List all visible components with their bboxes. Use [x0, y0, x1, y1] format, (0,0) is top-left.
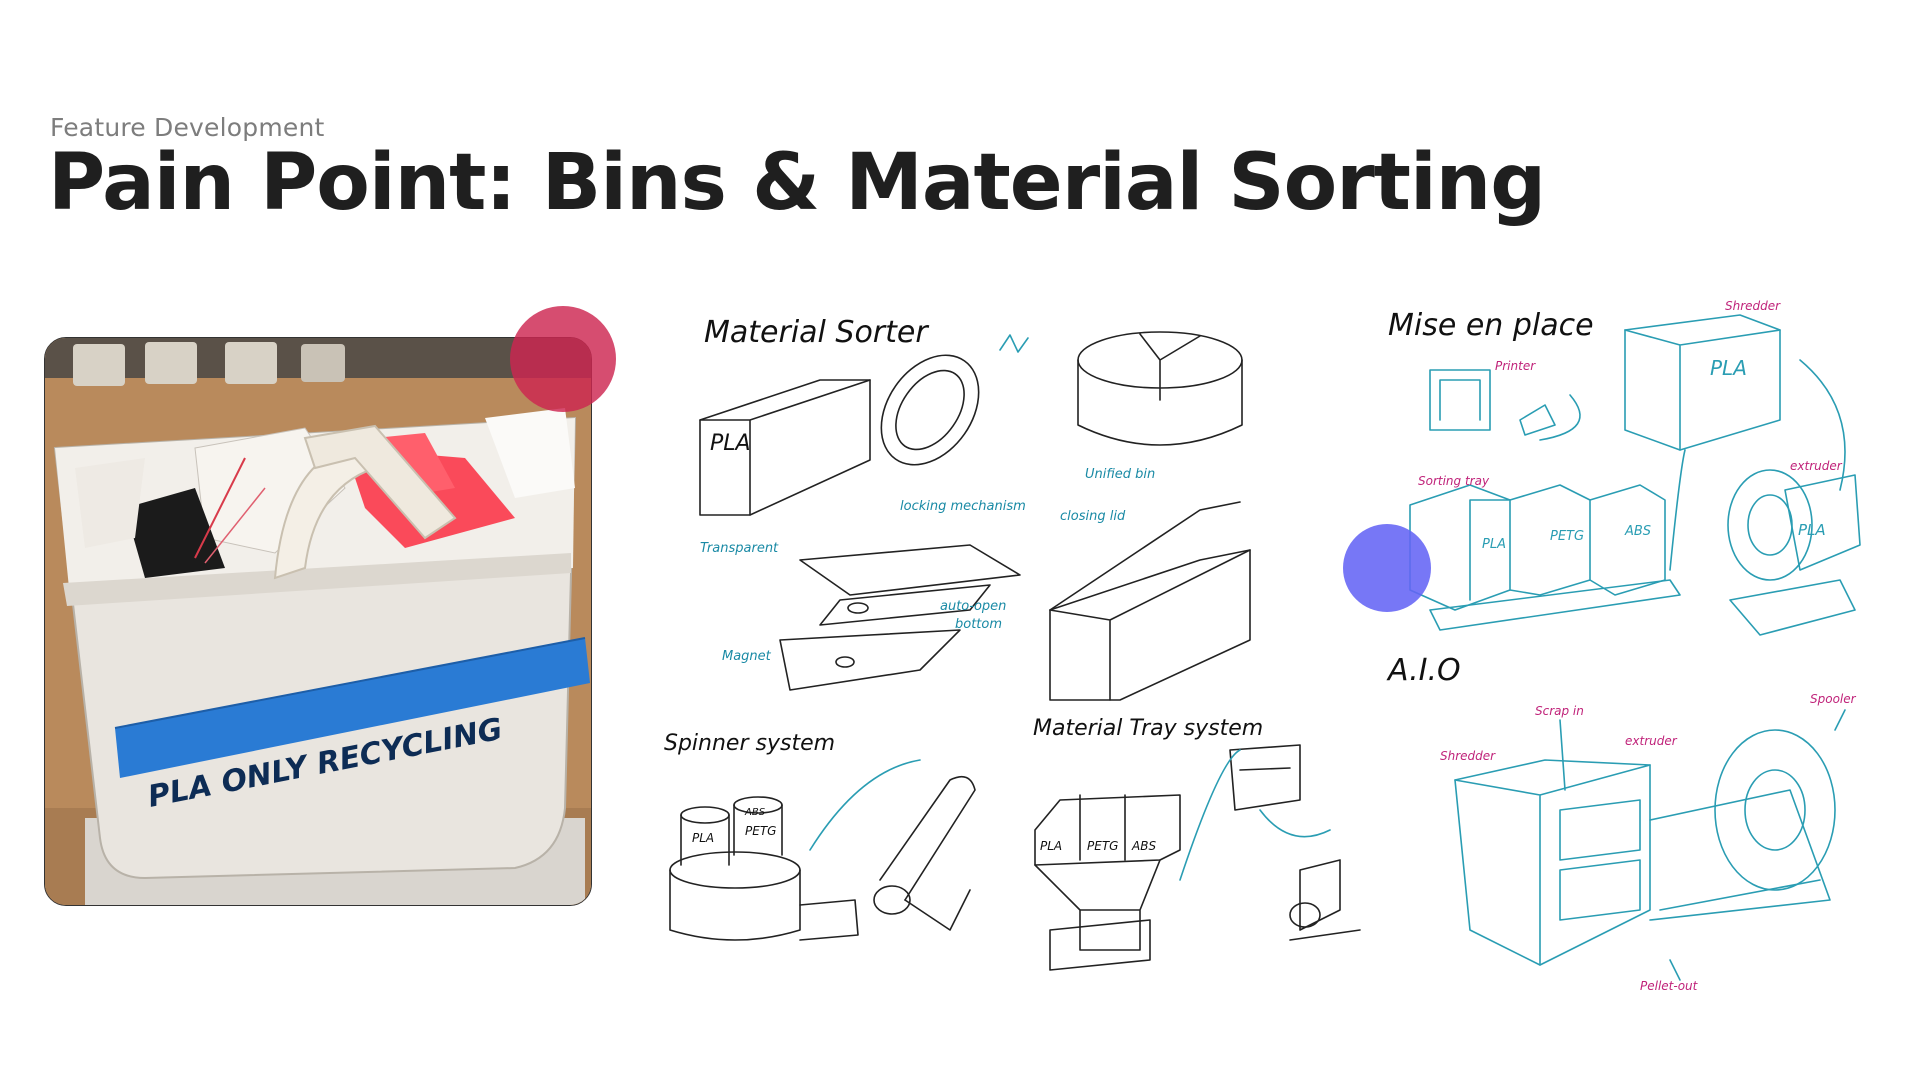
tray-label-petg: PETG — [1087, 839, 1118, 853]
label-unified-bin: Unified bin — [1085, 467, 1155, 482]
decorative-red-circle — [510, 306, 616, 412]
label-magnet: Magnet — [722, 649, 772, 664]
material-sorter-sketch: Material Sorter PLA Transparent locking … — [699, 315, 1251, 701]
mise-bin-abs: ABS — [1624, 524, 1651, 539]
aio-shredder-label: Shredder — [1440, 749, 1496, 763]
concept-sketches: Material Sorter PLA Transparent locking … — [664, 299, 1861, 993]
tray-label-pla: PLA — [1040, 839, 1062, 853]
recycling-bin-photo: PLA ONLY RECYCLING — [44, 337, 592, 906]
section-eyebrow: Feature Development — [50, 113, 325, 142]
aio-pellet-out-label: Pellet-out — [1640, 979, 1699, 993]
spinner-heading: Spinner system — [664, 731, 835, 756]
tray-heading: Material Tray system — [1033, 716, 1263, 741]
aio-heading: A.I.O — [1386, 653, 1461, 688]
label-locking: locking mechanism — [900, 499, 1026, 514]
label-closing-lid: closing lid — [1060, 509, 1126, 524]
label-transparent: Transparent — [700, 541, 779, 556]
aio-sketch: A.I.O Scrap in extruder Spooler Shredder… — [1386, 653, 1857, 993]
spinner-label-pla: PLA — [692, 831, 714, 845]
mise-shredder-label: Shredder — [1725, 299, 1781, 313]
aio-spooler-label: Spooler — [1810, 692, 1857, 706]
mise-right-box-label: PLA — [1798, 521, 1826, 539]
label-bottom: bottom — [955, 617, 1002, 632]
tray-label-abs: ABS — [1131, 839, 1156, 853]
spinner-label-petg: PETG — [745, 824, 776, 838]
spinner-label-abs: ABS — [744, 807, 766, 818]
mise-bin-petg: PETG — [1550, 529, 1584, 544]
spinner-system-sketch: Spinner system PLA ABS PETG — [664, 731, 976, 941]
mise-sorting-tray-label: Sorting tray — [1418, 474, 1490, 488]
material-tray-sketch: Material Tray system PLA PETG ABS — [1033, 716, 1361, 971]
aio-extruder-label: extruder — [1625, 734, 1678, 748]
mise-heading: Mise en place — [1388, 308, 1594, 343]
mise-top-box-label: PLA — [1710, 356, 1747, 380]
mise-bin-pla: PLA — [1482, 537, 1506, 552]
mise-printer-label: Printer — [1495, 359, 1536, 373]
decorative-blue-circle — [1343, 524, 1431, 612]
material-sorter-heading: Material Sorter — [704, 315, 929, 350]
sorter-box-label: PLA — [710, 431, 751, 456]
aio-scrap-in-label: Scrap in — [1535, 704, 1584, 718]
mise-en-place-sketch: Mise en place Printer PLA Shredder PLA P… — [1388, 299, 1861, 636]
label-auto-open: auto-open — [940, 599, 1006, 614]
slide-title: Pain Point: Bins & Material Sorting — [48, 138, 1546, 228]
mise-extruder-label: extruder — [1790, 459, 1843, 473]
